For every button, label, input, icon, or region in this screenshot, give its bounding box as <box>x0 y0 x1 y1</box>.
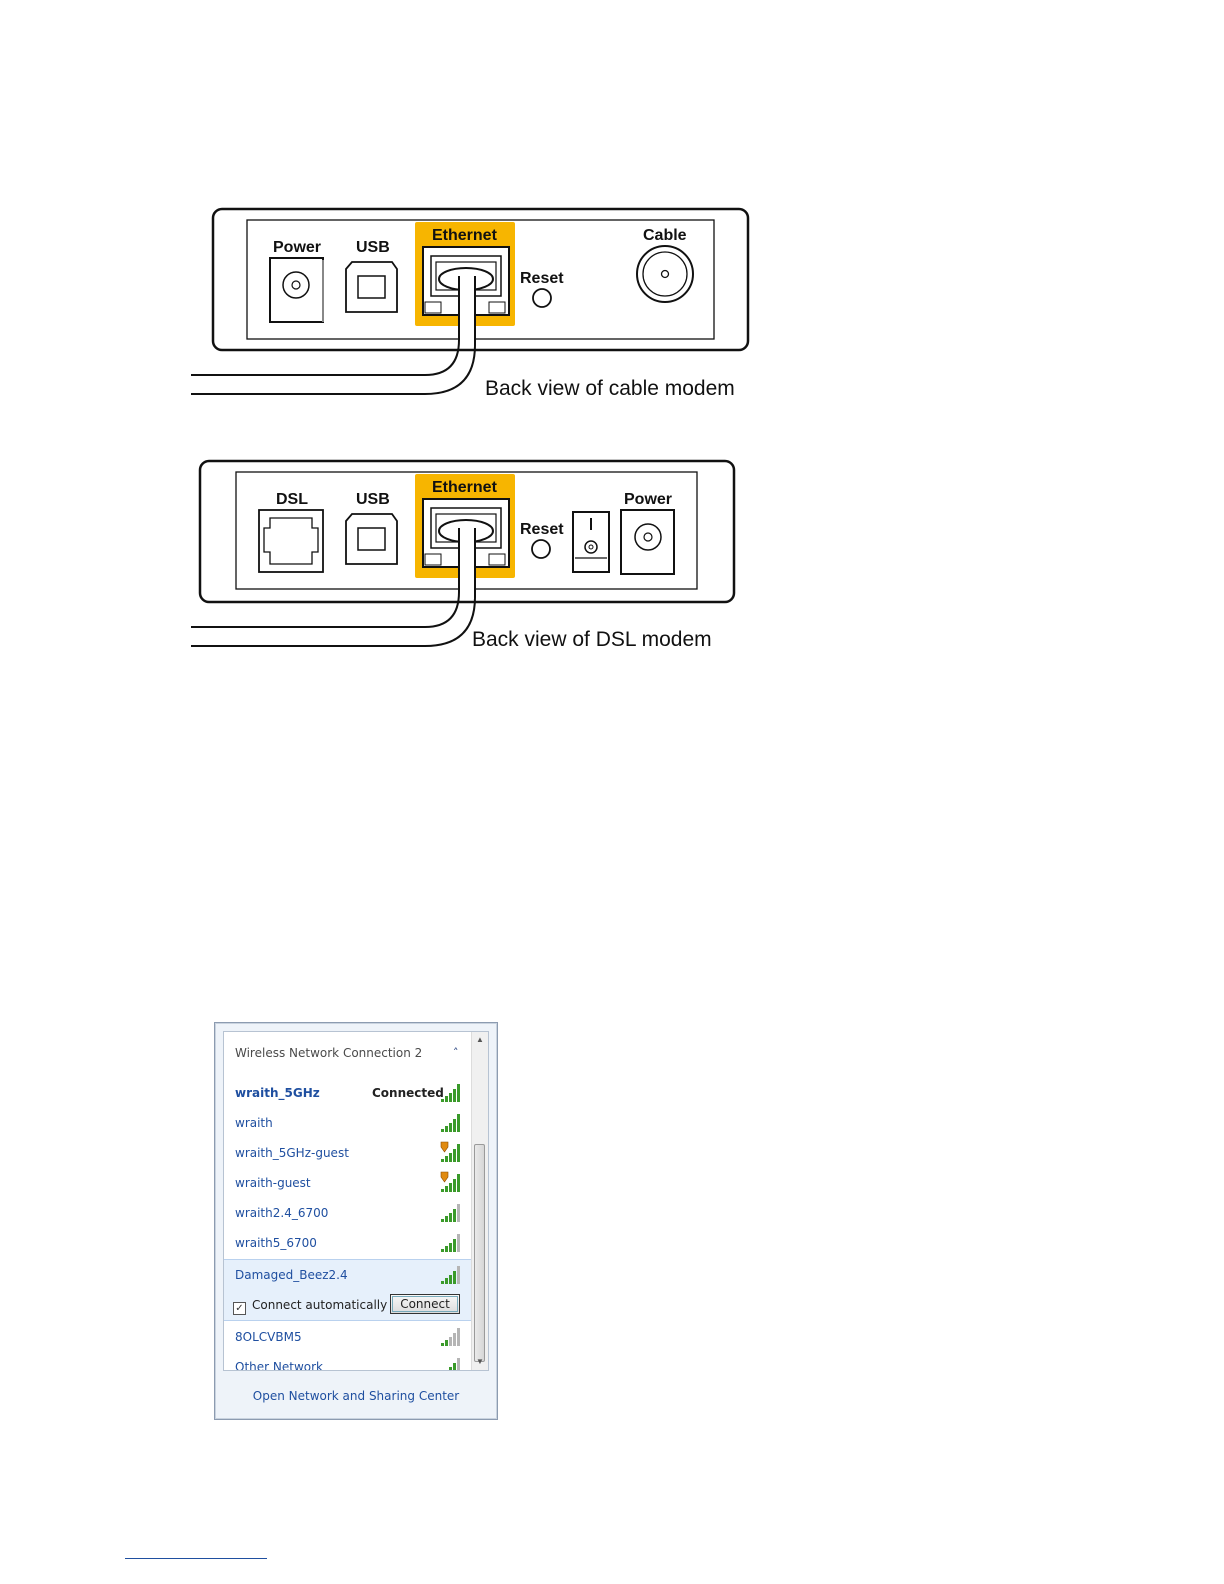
dsl-usb-label: USB <box>356 491 390 508</box>
cable-coax-port <box>636 245 694 303</box>
cable-modem-diagram: Power USB Ethernet Reset Cable Back view… <box>191 207 750 651</box>
wifi-signal-medium-icon <box>441 1204 460 1222</box>
network-name: wraith_5GHz-guest <box>235 1146 349 1160</box>
network-name: 8OLCVBM5 <box>235 1330 302 1344</box>
network-item-2[interactable]: wraith_5GHz-guest <box>224 1138 476 1168</box>
cable-reset-label: Reset <box>520 270 564 287</box>
open-network-sharing-center-link[interactable]: Open Network and Sharing Center <box>252 1389 460 1403</box>
dsl-dsl-label: DSL <box>276 491 308 508</box>
network-item-0[interactable]: wraith_5GHz Connected <box>224 1078 476 1108</box>
network-item-4[interactable]: wraith2.4_6700 <box>224 1198 476 1228</box>
cable-ethernet-wire <box>191 276 460 376</box>
wifi-signal-medium-icon <box>449 1358 460 1370</box>
wifi-signal-shield-icon <box>440 1171 460 1192</box>
network-item-3[interactable]: wraith-guest <box>224 1168 476 1198</box>
wifi-signal-medium-icon <box>441 1234 460 1252</box>
dsl-ethernet-wire <box>191 528 460 628</box>
collapse-chevron-icon[interactable]: ˄ <box>453 1046 459 1059</box>
wifi-signal-shield-icon <box>440 1141 460 1162</box>
connection-header: Wireless Network Connection 2 <box>235 1046 423 1060</box>
cable-usb-label: USB <box>356 239 390 256</box>
cable-power-port <box>269 257 324 323</box>
network-name: wraith2.4_6700 <box>235 1206 329 1220</box>
connect-automatically-label: Connect automatically <box>252 1298 388 1312</box>
network-name: wraith-guest <box>235 1176 311 1190</box>
network-item-7[interactable]: 8OLCVBM5 <box>224 1322 476 1352</box>
dsl-ethernet-label: Ethernet <box>432 479 498 496</box>
scroll-down-arrow-icon[interactable]: ▼ <box>476 1357 484 1366</box>
network-item-5[interactable]: wraith5_6700 <box>224 1228 476 1258</box>
scrollbar-thumb[interactable] <box>474 1144 485 1362</box>
network-item-8[interactable]: Other Network <box>224 1352 476 1371</box>
connect-automatically-row[interactable]: ✓ Connect automatically <box>233 1298 387 1315</box>
cable-cable-label: Cable <box>643 227 687 244</box>
dsl-power-port <box>620 509 675 575</box>
wifi-signal-low-icon <box>441 1328 460 1346</box>
wifi-signal-medium-icon <box>441 1266 460 1284</box>
wifi-signal-full-icon <box>441 1114 460 1132</box>
connection-status: Connected <box>372 1086 444 1100</box>
network-name: wraith_5GHz <box>235 1086 320 1100</box>
network-name: wraith5_6700 <box>235 1236 317 1250</box>
cable-power-label: Power <box>273 239 321 256</box>
dsl-reset-button <box>531 539 551 559</box>
footnote-divider <box>125 1558 267 1559</box>
cable-reset-button <box>532 288 552 308</box>
network-name: wraith <box>235 1116 273 1130</box>
network-list-scrollbar[interactable]: ▲ ▼ <box>471 1032 488 1370</box>
network-item-1[interactable]: wraith <box>224 1108 476 1138</box>
dsl-reset-label: Reset <box>520 521 564 538</box>
dsl-power-label: Power <box>624 491 672 508</box>
dsl-modem-caption: Back view of DSL modem <box>472 628 712 651</box>
network-name: Damaged_Beez2.4 <box>235 1268 348 1282</box>
scroll-up-arrow-icon[interactable]: ▲ <box>476 1035 484 1044</box>
network-name: Other Network <box>235 1360 323 1371</box>
connect-automatically-checkbox[interactable]: ✓ <box>233 1302 246 1315</box>
connect-button[interactable]: Connect <box>390 1294 460 1314</box>
cable-ethernet-label: Ethernet <box>432 227 498 244</box>
wifi-signal-full-icon <box>441 1084 460 1102</box>
cable-modem-caption: Back view of cable modem <box>485 377 735 400</box>
network-list-panel: Wireless Network Connection 2 ˄ wraith_5… <box>223 1031 489 1371</box>
network-item-6-selected[interactable]: Damaged_Beez2.4 ✓ Connect automatically C… <box>224 1259 476 1321</box>
wireless-network-flyout: Wireless Network Connection 2 ˄ wraith_5… <box>214 1022 498 1420</box>
